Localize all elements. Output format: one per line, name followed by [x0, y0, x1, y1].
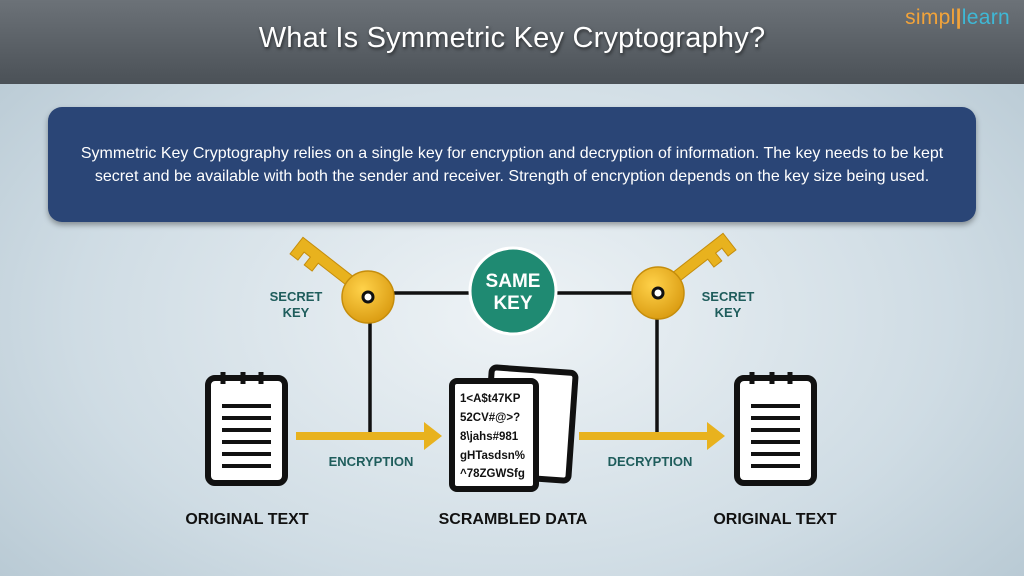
decryption-label: DECRYPTION: [608, 454, 693, 469]
description-box: Symmetric Key Cryptography relies on a s…: [48, 107, 976, 222]
left-key-icon: [289, 236, 395, 324]
header-bar: What Is Symmetric Key Cryptography? simp…: [0, 0, 1024, 84]
left-key-label-1: SECRET: [270, 289, 323, 304]
right-key-icon: [631, 232, 737, 320]
scrambled-line: ^78ZGWSfg: [460, 468, 525, 480]
scrambled-line: 52CV#@>?: [460, 412, 520, 424]
decryption-arrow: [579, 422, 725, 450]
page-title: What Is Symmetric Key Cryptography?: [258, 22, 766, 54]
right-key-label-2: KEY: [715, 305, 742, 320]
right-key-label-1: SECRET: [702, 289, 755, 304]
right-document-icon: [734, 372, 817, 486]
svg-text:SAME: SAME: [486, 271, 541, 292]
left-document-icon: [205, 372, 288, 486]
same-key-badge: SAME KEY: [468, 246, 558, 336]
encryption-label: ENCRYPTION: [329, 454, 414, 469]
description-text: Symmetric Key Cryptography relies on a s…: [80, 144, 944, 185]
scrambled-line: gHTasdsn%: [460, 450, 525, 462]
svg-text:KEY: KEY: [493, 293, 532, 314]
scrambled-data-icon: 1<A$t47KP 52CV#@>? 8\jahs#981 gHTasdsn% …: [449, 364, 579, 492]
encryption-arrow: [296, 422, 442, 450]
left-key-label-2: KEY: [283, 305, 310, 320]
center-document-label: SCRAMBLED DATA: [439, 511, 588, 528]
scrambled-line: 8\jahs#981: [460, 431, 519, 443]
left-document-label: ORIGINAL TEXT: [185, 511, 308, 528]
right-document-label: ORIGINAL TEXT: [713, 511, 836, 528]
brand-logo: simpl|learn: [905, 6, 1010, 29]
scrambled-line: 1<A$t47KP: [460, 393, 521, 405]
